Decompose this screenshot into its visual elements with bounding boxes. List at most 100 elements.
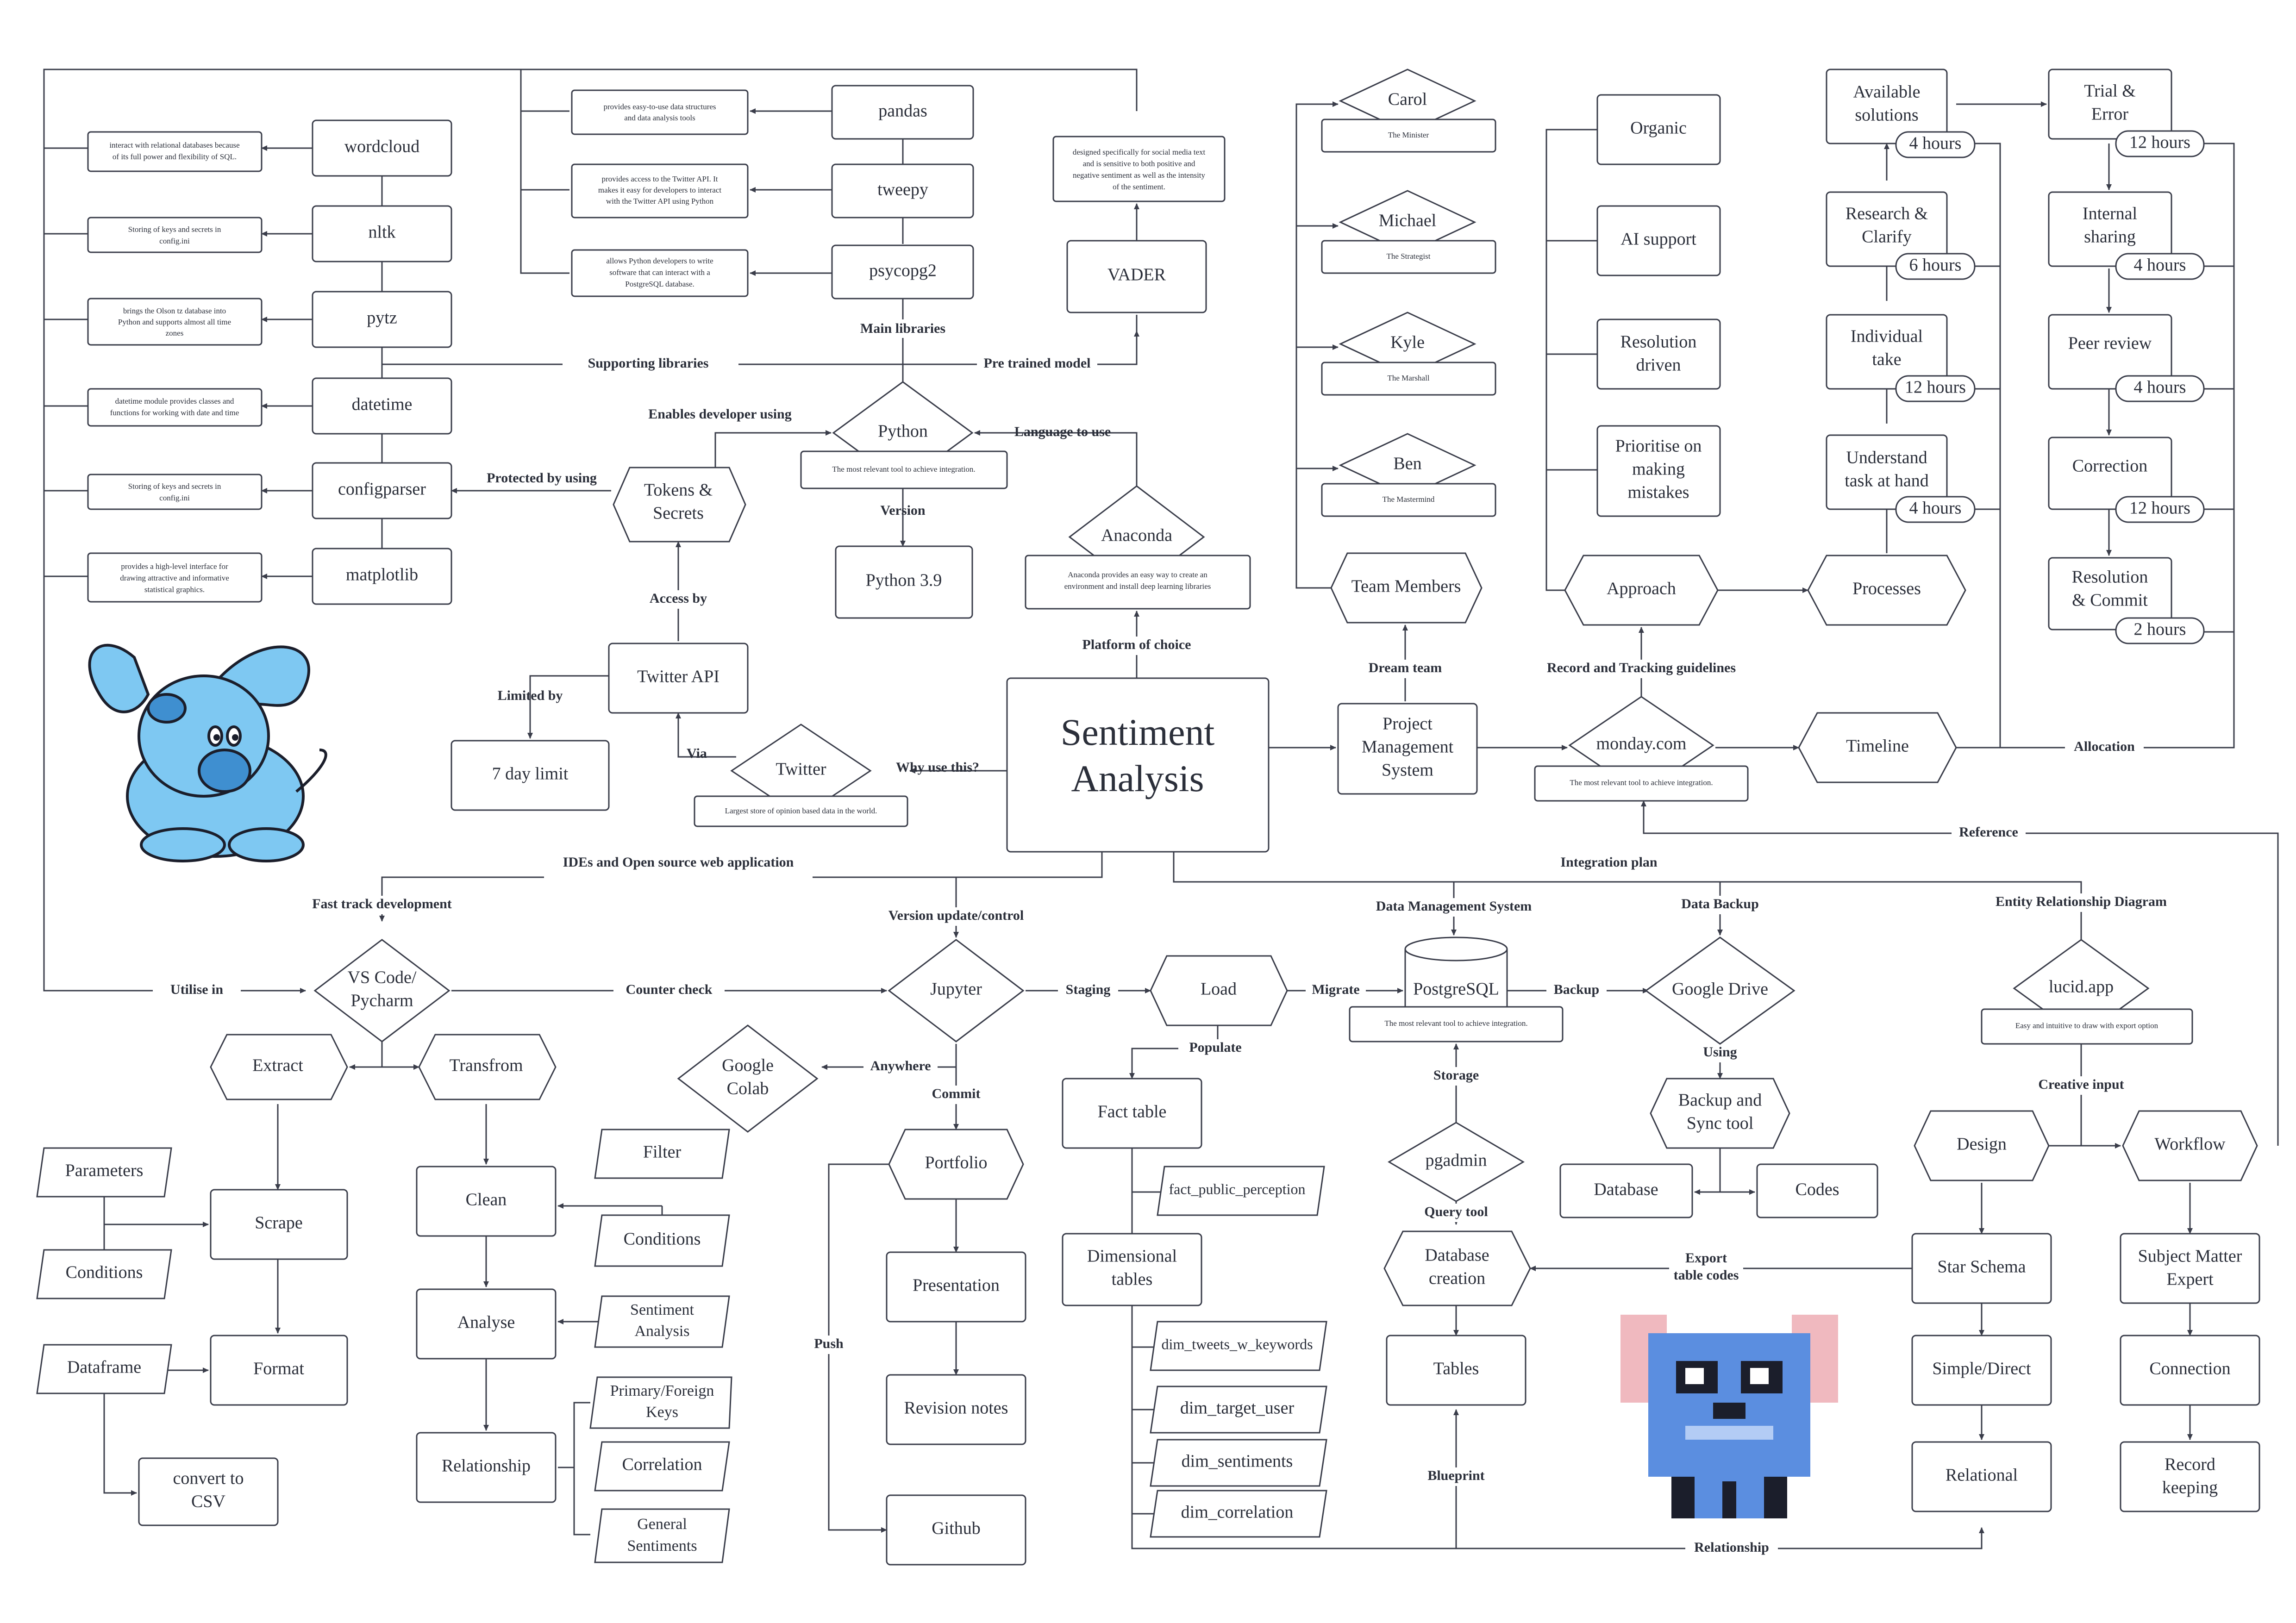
node-twitter-api[interactable] xyxy=(608,643,749,714)
node-datetime[interactable] xyxy=(312,377,452,435)
node-filter[interactable] xyxy=(594,1129,730,1179)
node-dim-sentiments[interactable] xyxy=(1150,1439,1327,1487)
node-internal-l2: sharing xyxy=(2084,227,2136,247)
node-extract[interactable] xyxy=(210,1034,348,1100)
node-tokens[interactable] xyxy=(613,467,746,543)
node-general-sentiments[interactable] xyxy=(594,1508,730,1563)
edge-labels: Main libraries Supporting libraries Pre … xyxy=(153,319,2183,1558)
node-dim-tweets[interactable] xyxy=(1150,1321,1327,1371)
node-anaconda-label: Anaconda xyxy=(1101,526,1172,545)
node-parameters[interactable] xyxy=(36,1147,172,1198)
node-matplotlib[interactable] xyxy=(312,548,452,605)
note-matplotlib-l3: statistical graphics. xyxy=(144,585,205,594)
node-format[interactable] xyxy=(210,1335,348,1406)
node-prioritise[interactable] xyxy=(1596,425,1721,517)
node-psycopg2[interactable] xyxy=(831,244,974,300)
node-wordcloud[interactable] xyxy=(312,119,452,177)
node-trial-error[interactable] xyxy=(2048,69,2172,140)
node-github-label: Github xyxy=(932,1519,981,1538)
node-resolution-driven-l2: driven xyxy=(1636,356,1681,375)
node-design[interactable] xyxy=(1914,1110,2050,1181)
node-available-solutions[interactable] xyxy=(1826,69,1948,144)
lucid-group: lucid.app Easy and intuitive to draw wit… xyxy=(1911,939,2260,1512)
node-vader[interactable] xyxy=(1066,240,1207,313)
note-nltk-l2: config.ini xyxy=(159,237,190,245)
node-processes[interactable] xyxy=(1807,555,1966,626)
node-tweepy[interactable] xyxy=(831,163,974,218)
node-dim-tweets-label: dim_tweets_w_keywords xyxy=(1161,1336,1313,1352)
node-understand-task[interactable] xyxy=(1826,434,1948,510)
node-python-version[interactable] xyxy=(835,545,973,619)
node-github[interactable] xyxy=(886,1494,1026,1566)
node-backup-sync[interactable] xyxy=(1650,1078,1790,1149)
node-vscode-pycharm[interactable] xyxy=(313,939,450,1042)
node-workflow[interactable] xyxy=(2122,1110,2258,1181)
node-clean[interactable] xyxy=(416,1166,557,1237)
node-ai-support[interactable] xyxy=(1596,205,1721,276)
node-relational[interactable] xyxy=(1911,1441,2052,1512)
node-pytz[interactable] xyxy=(312,291,452,348)
node-scrape[interactable] xyxy=(210,1189,348,1260)
node-pgadmin[interactable] xyxy=(1388,1122,1525,1202)
node-convert-csv[interactable] xyxy=(138,1457,279,1526)
node-revision-notes[interactable] xyxy=(886,1374,1026,1445)
node-approach[interactable] xyxy=(1564,555,1719,626)
node-load[interactable] xyxy=(1150,955,1288,1026)
node-dim-target-user[interactable] xyxy=(1150,1386,1327,1434)
node-conditions-label: Conditions xyxy=(66,1263,143,1282)
node-jupyter[interactable] xyxy=(888,939,1025,1042)
node-google-drive[interactable] xyxy=(1645,936,1796,1045)
node-simple-direct[interactable] xyxy=(1911,1335,2052,1406)
node-individual-take[interactable] xyxy=(1826,314,1948,390)
node-sentiment-analysis[interactable] xyxy=(1006,677,1270,853)
node-fact-table[interactable] xyxy=(1062,1078,1202,1149)
node-pandas[interactable] xyxy=(831,85,974,140)
node-database-creation[interactable] xyxy=(1383,1230,1531,1306)
node-portfolio[interactable] xyxy=(888,1129,1024,1200)
node-database[interactable] xyxy=(1559,1163,1693,1218)
note-vader-l4: of the sentiment. xyxy=(1113,182,1165,191)
node-pms[interactable] xyxy=(1337,703,1478,795)
node-connection[interactable] xyxy=(2120,1335,2260,1406)
node-relationship[interactable] xyxy=(416,1432,557,1503)
note-ben-text: The Mastermind xyxy=(1383,495,1435,504)
node-conditions[interactable] xyxy=(36,1249,172,1299)
node-configparser[interactable] xyxy=(312,462,452,519)
node-dim-correlation[interactable] xyxy=(1150,1490,1327,1538)
edge-allocation: Allocation xyxy=(2074,739,2135,754)
node-correlation[interactable] xyxy=(594,1441,730,1492)
node-internal-sharing[interactable] xyxy=(2048,191,2172,267)
node-prioritise-l3: mistakes xyxy=(1628,483,1689,502)
node-nltk[interactable] xyxy=(312,205,452,262)
node-research-clarify[interactable] xyxy=(1826,191,1948,267)
node-team-members[interactable] xyxy=(1330,552,1483,624)
node-dimensional-tables[interactable] xyxy=(1062,1233,1202,1306)
node-sentiment-analysis-step[interactable] xyxy=(594,1295,730,1348)
node-sme[interactable] xyxy=(2120,1233,2260,1304)
node-transform[interactable] xyxy=(418,1034,557,1100)
node-dataframe[interactable] xyxy=(36,1344,172,1394)
node-organic[interactable] xyxy=(1596,94,1721,165)
node-conditions-2[interactable] xyxy=(594,1214,730,1267)
node-pk-fk[interactable] xyxy=(589,1376,732,1429)
vader-group: designed specifically for social media t… xyxy=(1052,136,1226,313)
node-star-schema[interactable] xyxy=(1911,1233,2052,1304)
node-postgresql-top xyxy=(1404,936,1508,961)
node-peer-review[interactable] xyxy=(2048,314,2172,390)
node-7-day-limit[interactable] xyxy=(450,740,610,811)
note-vader-l1: designed specifically for social media t… xyxy=(1073,148,1206,156)
node-correction[interactable] xyxy=(2048,437,2172,510)
node-analyse[interactable] xyxy=(416,1288,557,1360)
node-fact-public-perception[interactable] xyxy=(1157,1166,1325,1216)
node-resolution-driven[interactable] xyxy=(1596,318,1721,390)
node-record-keeping[interactable] xyxy=(2120,1441,2260,1512)
node-resolution-commit[interactable] xyxy=(2048,557,2172,630)
edge-via: Via xyxy=(687,746,707,761)
node-timeline[interactable] xyxy=(1798,712,1957,783)
main-libraries: pandas tweepy psycopg2 provides easy-to-… xyxy=(571,85,974,300)
node-presentation[interactable] xyxy=(886,1251,1026,1323)
node-codes[interactable] xyxy=(1756,1163,1878,1218)
node-tables[interactable] xyxy=(1386,1335,1526,1406)
edge-limited-by: Limited by xyxy=(498,688,563,703)
node-google-colab[interactable] xyxy=(677,1024,819,1133)
